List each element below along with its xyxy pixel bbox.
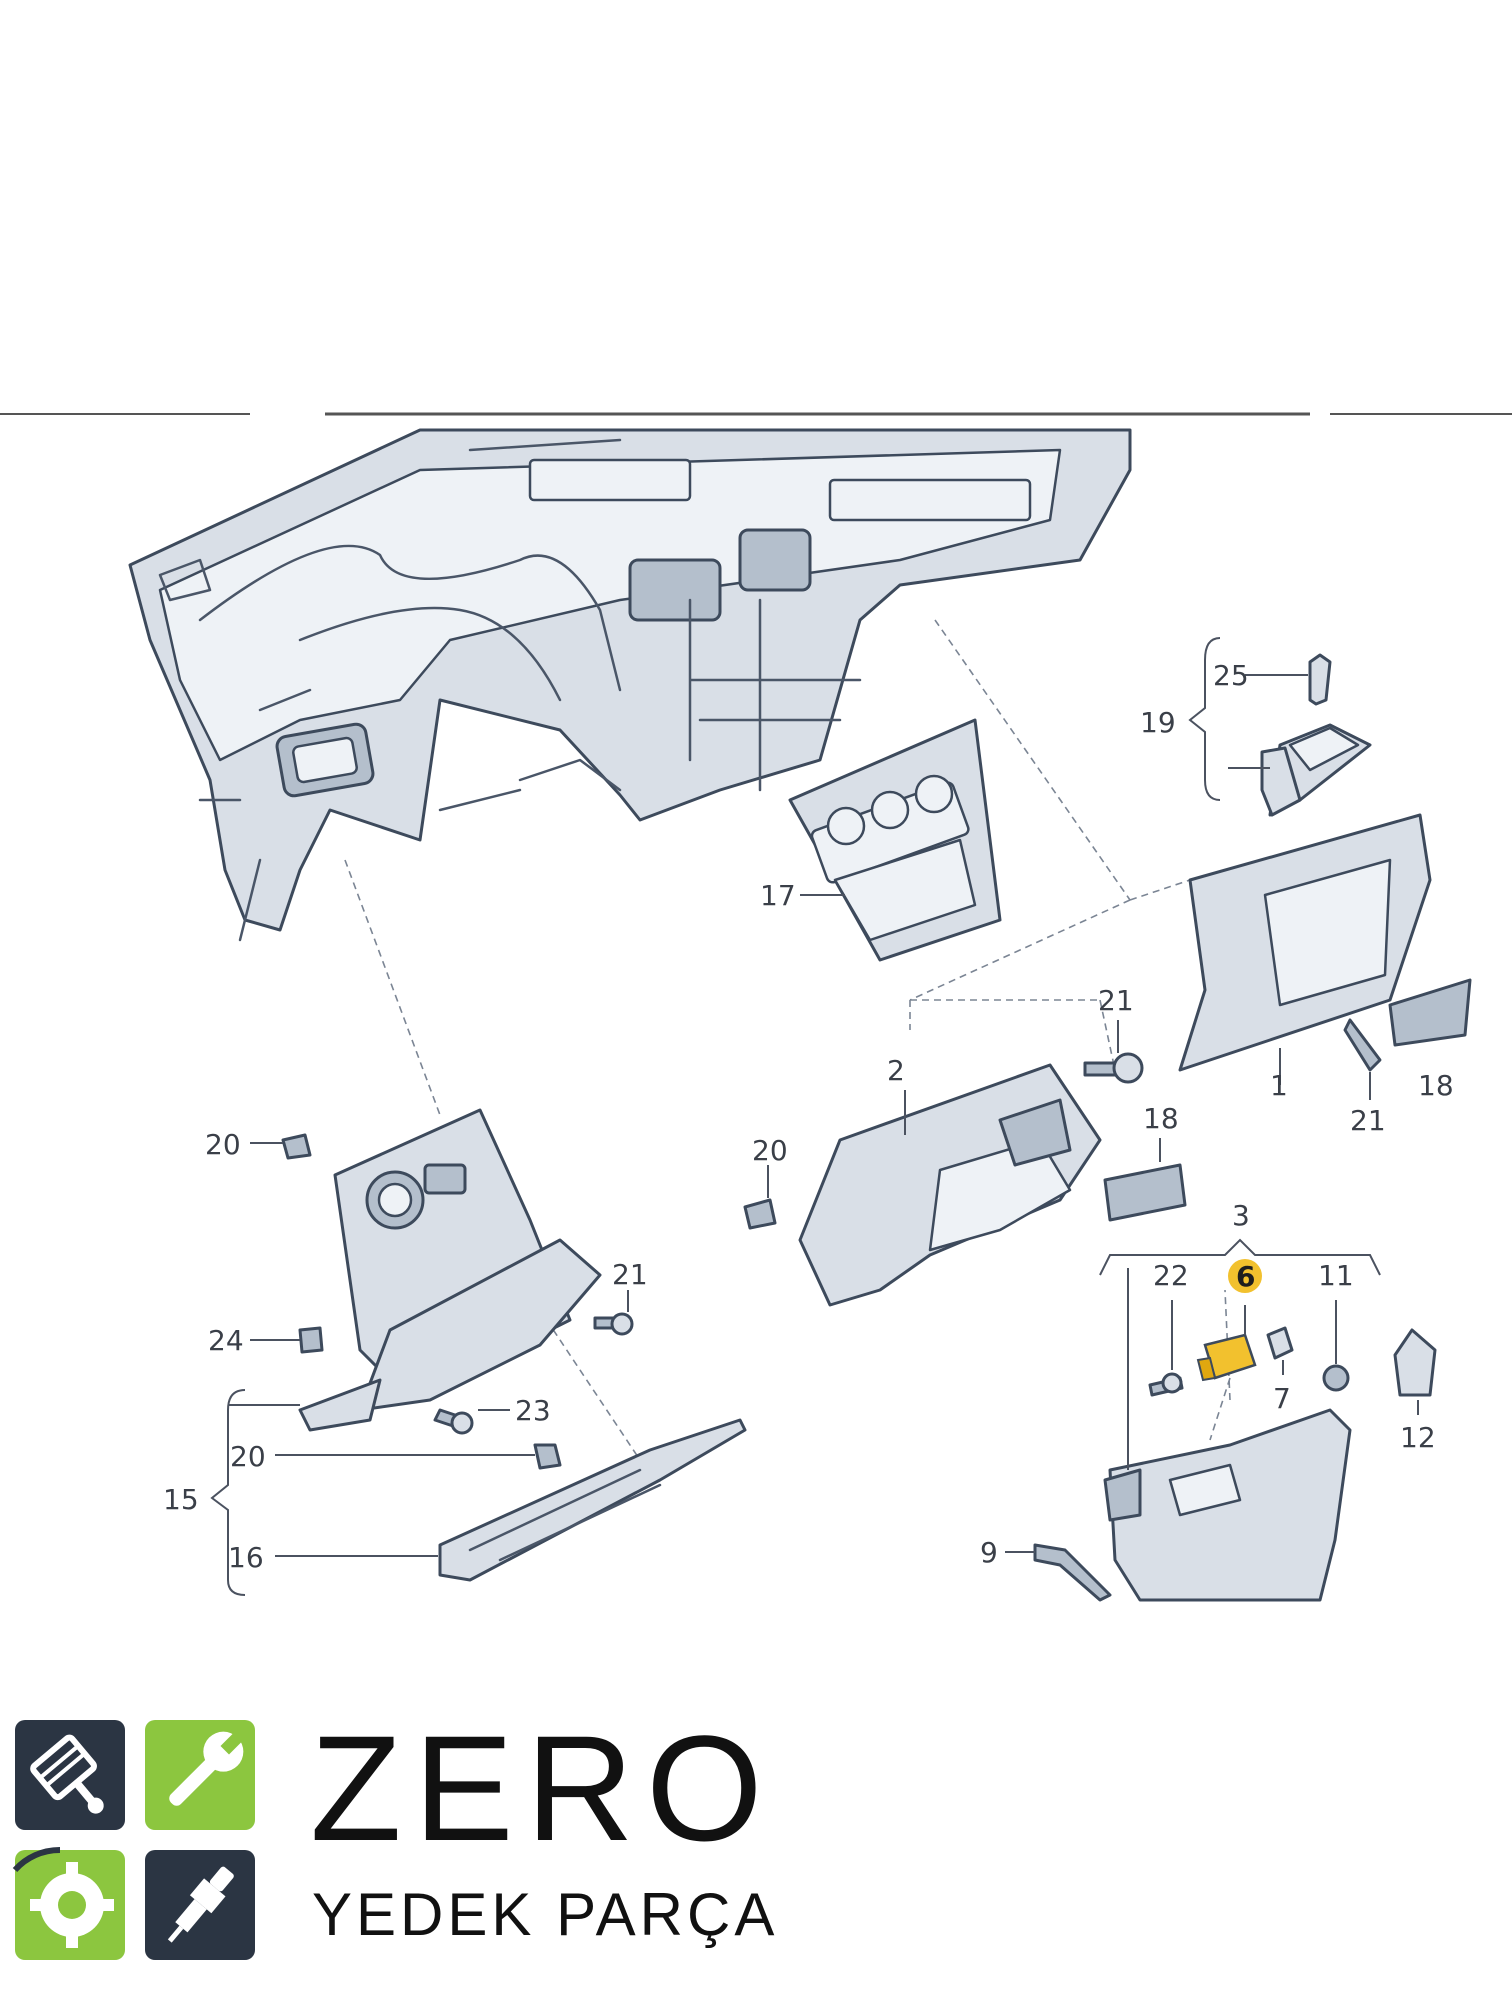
label-11: 11	[1318, 1259, 1354, 1292]
dashboard-panel	[128, 428, 1132, 942]
label-7: 7	[1273, 1382, 1291, 1415]
part-6-highlight-badge	[1228, 1259, 1262, 1293]
label-20: 20	[205, 1128, 241, 1161]
label-3: 3	[1232, 1199, 1250, 1232]
part-3-glovebox-lid-assembly	[1005, 1238, 1437, 1602]
label-21: 21	[612, 1258, 648, 1291]
logo-title: ZERO	[310, 1704, 775, 1872]
label-25: 25	[1213, 659, 1249, 692]
label-21: 21	[1350, 1104, 1386, 1137]
label-22: 22	[1153, 1259, 1189, 1292]
spark-plug-icon	[145, 1850, 255, 1960]
label-15: 15	[163, 1483, 199, 1516]
label-12: 12	[1400, 1421, 1436, 1454]
part-2-glovebox-upper	[743, 1020, 1187, 1307]
gear-icon	[12, 1846, 125, 1960]
label-2: 2	[887, 1054, 905, 1087]
label-23: 23	[515, 1394, 551, 1427]
label-20: 20	[230, 1440, 266, 1473]
label-24: 24	[208, 1324, 244, 1357]
logo-subtitle: YEDEK PARÇA	[312, 1881, 778, 1948]
part-17-center-trim	[788, 718, 1002, 962]
zero-logo: ZERO YEDEK PARÇA	[12, 1704, 778, 1960]
wrench-icon	[145, 1720, 255, 1830]
part-1-glovebox-housing	[1178, 813, 1472, 1100]
part-15-left-lower-assembly	[210, 1108, 747, 1596]
label-17: 17	[760, 879, 796, 912]
piston-icon	[15, 1720, 125, 1830]
label-18: 18	[1143, 1102, 1179, 1135]
label-20: 20	[752, 1134, 788, 1167]
label-16: 16	[228, 1541, 264, 1574]
label-6-highlighted: 6	[1236, 1260, 1255, 1293]
label-21: 21	[1098, 984, 1134, 1017]
label-1: 1	[1270, 1069, 1288, 1102]
label-18: 18	[1418, 1069, 1454, 1102]
label-9: 9	[980, 1536, 998, 1569]
part-number-labels: 17 25 19 21 2 1 21 18 18 20 20 21 3 22 6…	[163, 659, 1454, 1574]
label-19: 19	[1140, 706, 1176, 739]
part-19-bracket-assembly	[1188, 637, 1372, 817]
